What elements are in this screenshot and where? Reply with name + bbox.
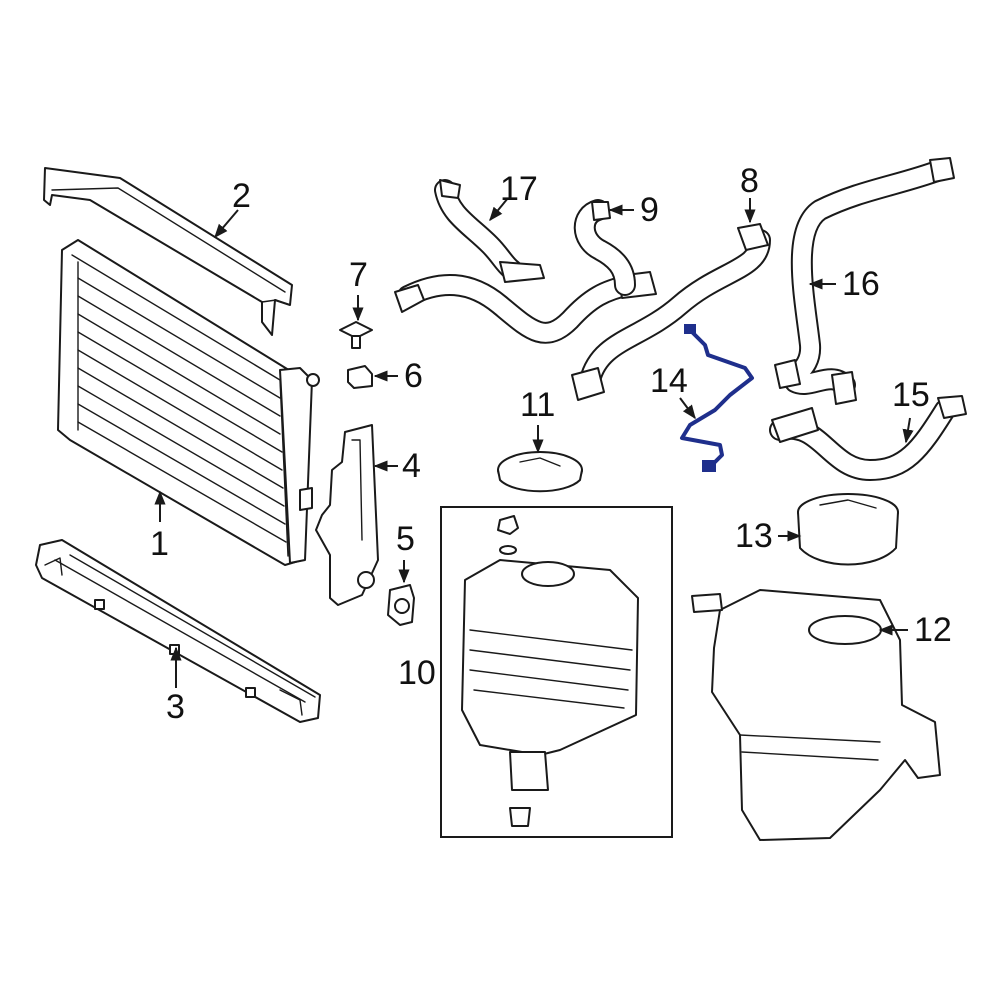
callout-3: 3 bbox=[166, 688, 185, 726]
part-7-push-clip bbox=[339, 321, 373, 349]
callout-9: 9 bbox=[640, 191, 659, 229]
part-11-cap bbox=[497, 451, 583, 493]
callout-16: 16 bbox=[842, 265, 880, 303]
part-15-hose bbox=[769, 395, 967, 481]
callout-10: 10 bbox=[398, 654, 436, 692]
part-10-expansion-tank bbox=[461, 515, 639, 827]
leader-14 bbox=[679, 397, 696, 420]
part-4-side-air-guide bbox=[315, 424, 379, 606]
callout-11: 11 bbox=[520, 386, 555, 424]
callout-12: 12 bbox=[914, 611, 952, 649]
part-6-clip bbox=[347, 365, 373, 389]
part-3-lower-bracket bbox=[35, 539, 321, 723]
callout-1: 1 bbox=[150, 525, 169, 563]
callout-5: 5 bbox=[396, 520, 415, 558]
part-1-radiator bbox=[57, 239, 320, 566]
callout-8: 8 bbox=[740, 162, 759, 200]
part-13-cap bbox=[797, 493, 899, 566]
callout-7: 7 bbox=[349, 256, 368, 294]
leader-17 bbox=[489, 197, 509, 222]
leader-15 bbox=[902, 417, 914, 444]
callout-13: 13 bbox=[735, 517, 773, 555]
part-12-expansion-tank bbox=[691, 589, 941, 841]
callout-14: 14 bbox=[650, 362, 688, 400]
part-16-hose bbox=[774, 157, 955, 405]
callout-6: 6 bbox=[404, 357, 423, 395]
part-2-upper-shroud bbox=[43, 167, 293, 336]
part-9-hose bbox=[573, 199, 636, 296]
callout-4: 4 bbox=[402, 447, 421, 485]
callout-15: 15 bbox=[892, 376, 930, 414]
part-10-frame bbox=[440, 506, 673, 838]
part-8-hose bbox=[571, 223, 771, 401]
callout-17: 17 bbox=[500, 170, 538, 208]
callout-2: 2 bbox=[232, 177, 251, 215]
leader-2 bbox=[214, 209, 239, 239]
part-14-sensor-cable bbox=[680, 324, 754, 472]
leader-lines bbox=[154, 197, 914, 688]
callout-numbers: 1 2 3 4 5 6 7 8 9 10 11 12 13 14 15 16 1… bbox=[150, 162, 952, 726]
part-5-bracket bbox=[387, 584, 415, 626]
part-17-hose bbox=[394, 179, 657, 344]
